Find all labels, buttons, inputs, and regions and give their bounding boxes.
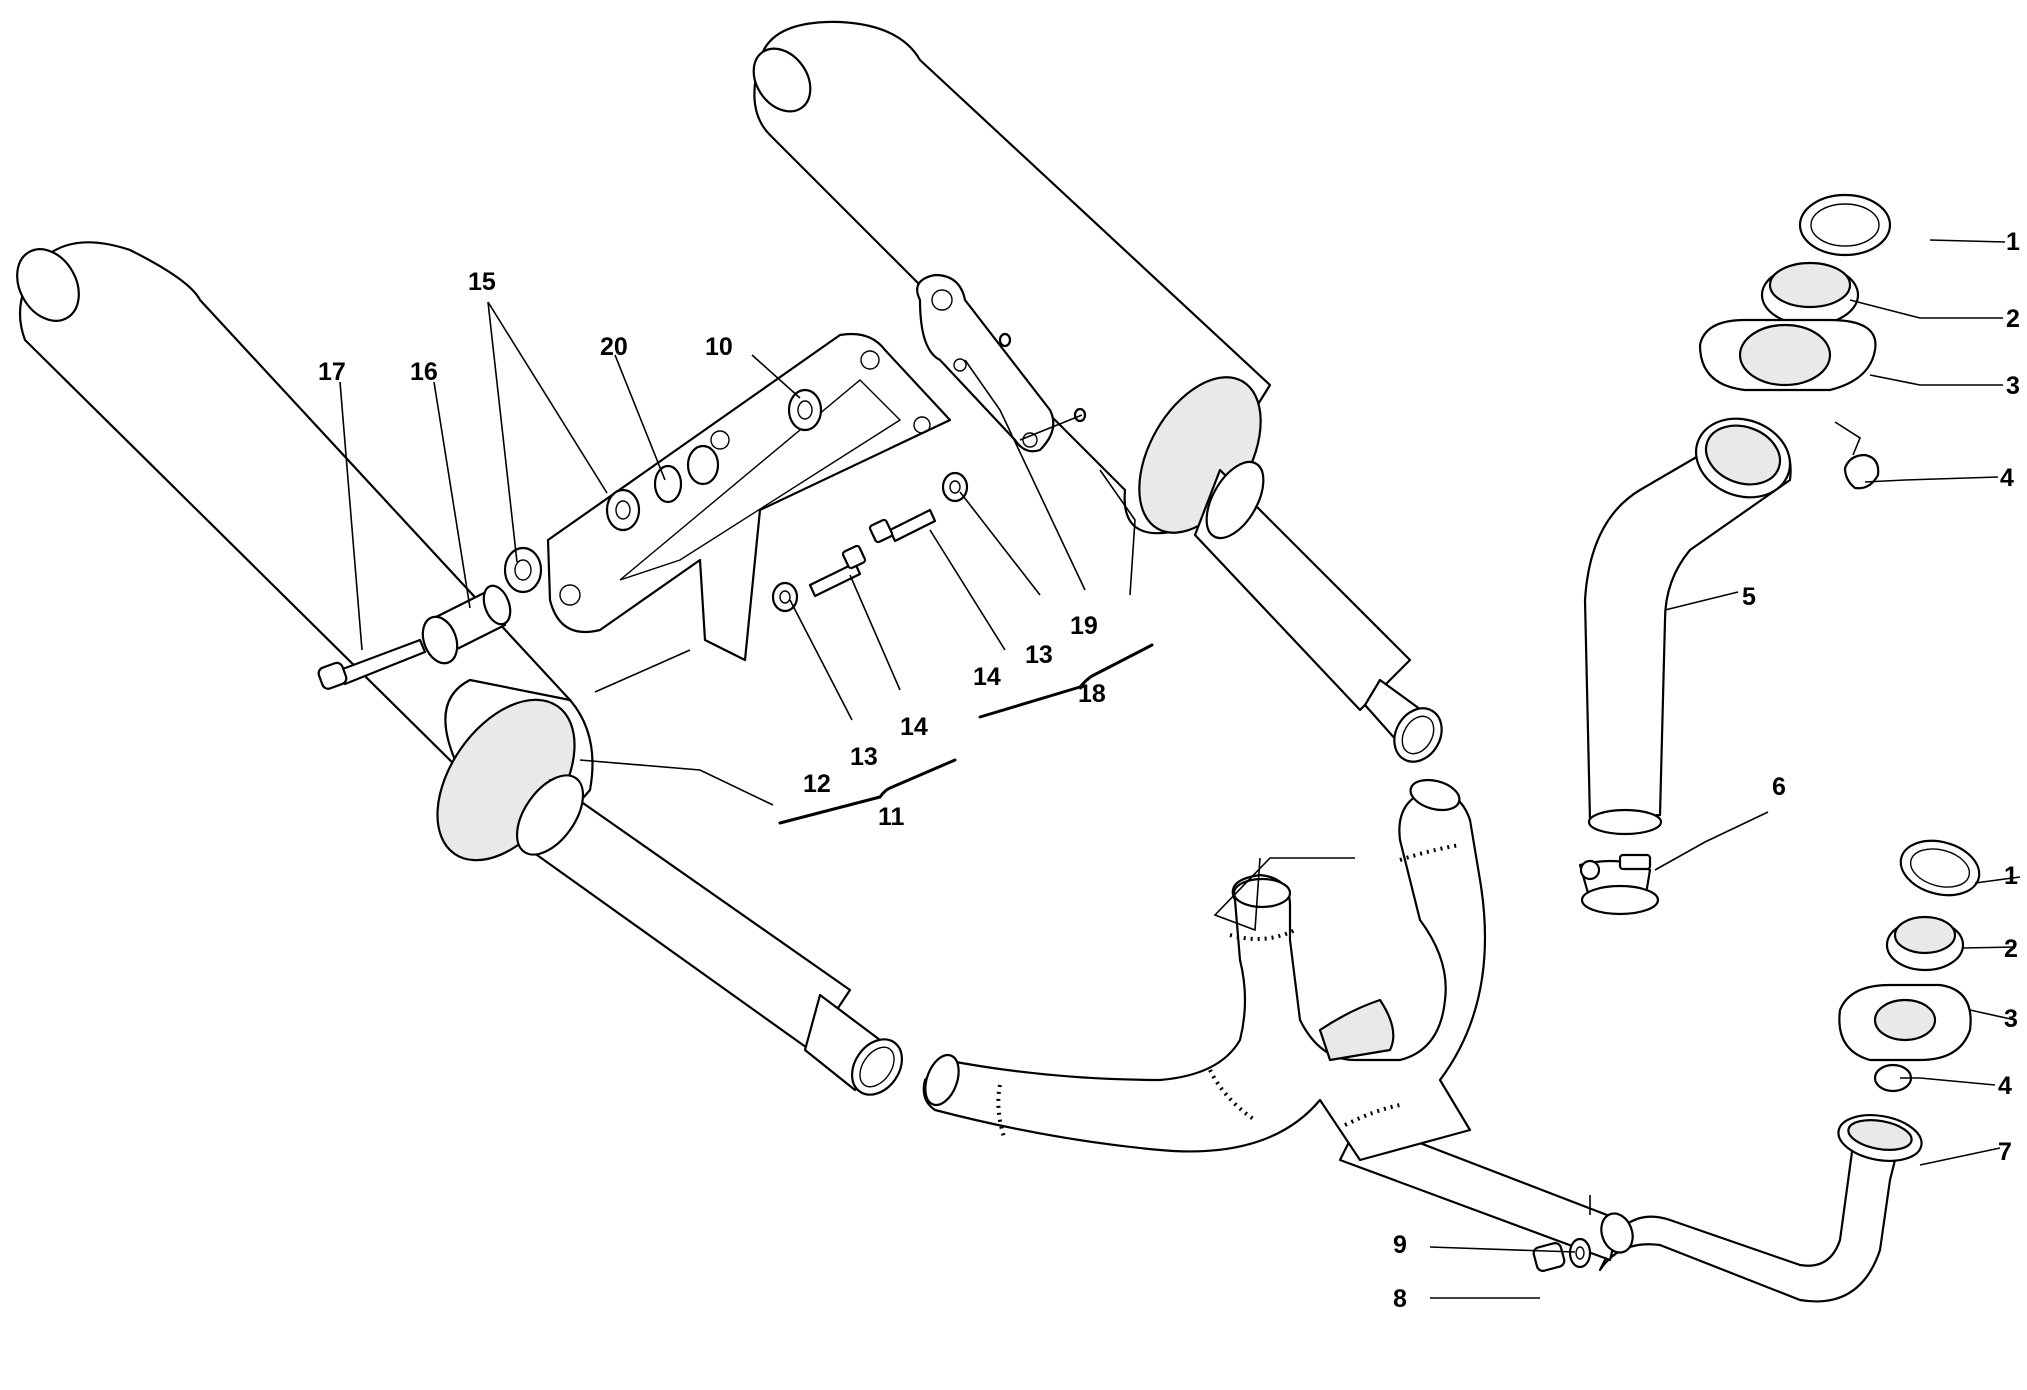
fasteners: [317, 388, 969, 690]
leader-lines: [339, 239, 2021, 1299]
rear-exhaust-pipe: [1338, 1114, 1923, 1303]
callout-4-upper: 4: [2000, 464, 2014, 492]
callout-17: 17: [318, 358, 346, 386]
right-silencer: [752, 20, 1443, 763]
silencer-bracket: [546, 332, 952, 662]
callout-12: 12: [803, 770, 831, 798]
pipe-clamp: [1578, 853, 1660, 916]
callout-16: 16: [410, 358, 438, 386]
callout-14-left: 14: [900, 713, 928, 741]
drain-plug-and-washer: [1532, 1237, 1592, 1272]
callout-19: 19: [1070, 612, 1098, 640]
callout-1-lower: 1: [2004, 862, 2018, 890]
callout-8: 8: [1393, 1285, 1407, 1313]
callout-10: 10: [705, 333, 733, 361]
lower-flange-set: [1838, 839, 1981, 1093]
callout-2-lower: 2: [2004, 935, 2018, 963]
callout-15: 15: [468, 268, 496, 296]
group-braces: [778, 643, 1154, 825]
callout-3-lower: 3: [2004, 1005, 2018, 1033]
callout-14-right: 14: [973, 663, 1001, 691]
callout-6: 6: [1772, 773, 1786, 801]
callout-13-right: 13: [1025, 641, 1053, 669]
callout-4-lower: 4: [1998, 1072, 2012, 1100]
callout-11: 11: [878, 803, 905, 831]
callout-2-upper: 2: [2006, 305, 2020, 333]
brace-11: [778, 758, 957, 825]
callout-3-upper: 3: [2006, 372, 2020, 400]
callout-13-left: 13: [850, 743, 878, 771]
callout-5: 5: [1742, 583, 1756, 611]
callout-20: 20: [600, 333, 628, 361]
callout-1-upper: 1: [2006, 228, 2020, 256]
brace-18: [978, 643, 1154, 719]
callout-9: 9: [1393, 1231, 1407, 1259]
callout-7: 7: [1998, 1138, 2012, 1166]
left-silencer: [16, 241, 904, 1096]
collector-y-pipe: [922, 778, 1487, 1162]
bracket-plate: [916, 273, 1087, 453]
callout-18: 18: [1078, 680, 1106, 708]
callout-labels: 1 2 3 4 5 6 1 2 3 4 7 8 9 10 11 12 13 14…: [318, 228, 2020, 1313]
front-exhaust-pipe: [1583, 417, 1792, 836]
upper-flange-set: [1698, 193, 1892, 490]
